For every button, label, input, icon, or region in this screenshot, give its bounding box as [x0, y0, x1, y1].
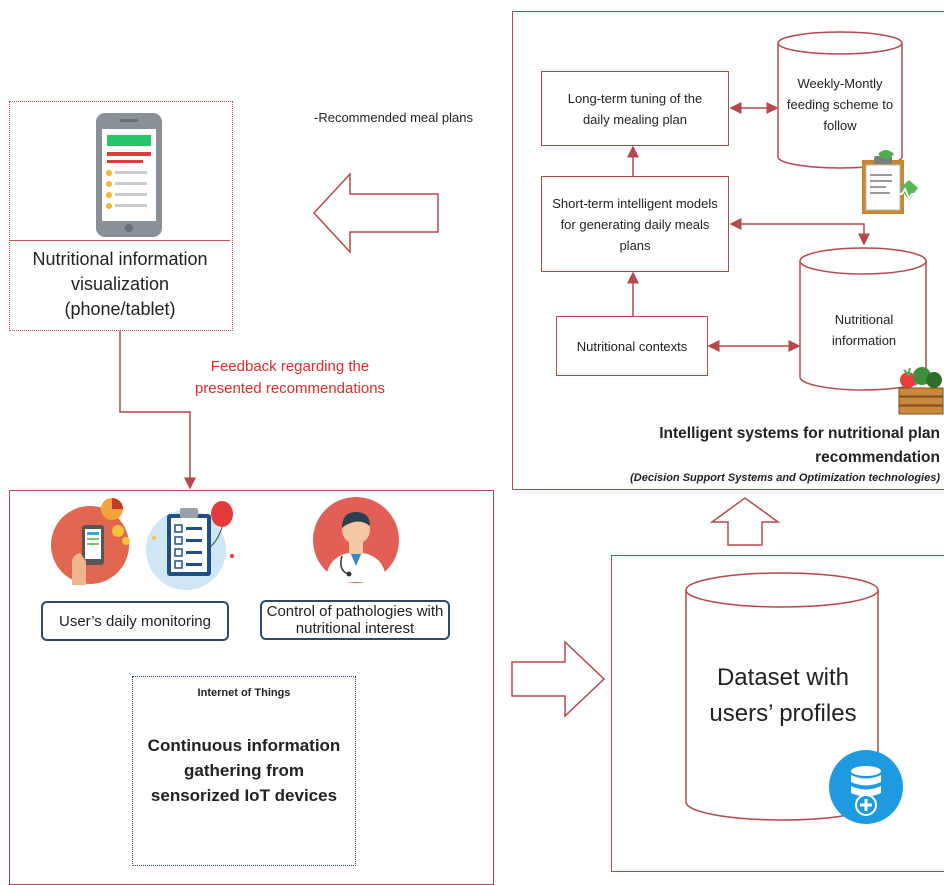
short-term-models-box: Short-term intelligent models for genera… — [541, 176, 729, 272]
arrow-short-info — [729, 218, 870, 246]
dataset-panel — [611, 555, 944, 872]
phone-panel-label: Nutritional information visualization (p… — [10, 240, 230, 328]
doctor-icon — [313, 497, 399, 583]
pathologies-pill: Control of pathologies with nutritional … — [260, 600, 450, 640]
iot-text: Continuous information gathering from se… — [147, 736, 341, 805]
iot-right-arrow — [511, 640, 606, 718]
database-plus-icon — [829, 750, 903, 824]
smartphone-icon — [96, 113, 162, 237]
nutritional-information-label: Nutritional information — [831, 312, 897, 348]
daily-monitoring-pill: User’s daily monitoring — [41, 601, 229, 641]
systems-title: Intelligent systems for nutritional plan… — [659, 425, 940, 466]
feedback-text: Feedback regarding the presented recomme… — [194, 358, 386, 397]
weekly-scheme-cylinder — [777, 31, 903, 169]
phone-panel: Nutritional information visualization (p… — [9, 101, 233, 331]
iot-devices-box: Internet of Things Continuous informatio… — [132, 676, 356, 866]
intelligent-systems-panel — [512, 11, 944, 490]
dataset-cylinder — [685, 572, 879, 821]
health-report-icon — [862, 150, 920, 214]
hand-phone-icon — [51, 498, 130, 585]
recommend-arrow — [312, 172, 439, 254]
clipboard-checklist-icon — [146, 501, 234, 590]
nutritional-contexts-box: Nutritional contexts — [556, 316, 708, 376]
dataset-up-arrow — [709, 497, 781, 546]
recommended-meal-plans-text: -Recommended meal plans — [314, 110, 473, 125]
feedback-connector — [119, 330, 196, 490]
nutritional-information-cylinder — [799, 247, 927, 391]
weekly-scheme-label: Weekly-Montly feeding scheme to follow — [786, 75, 894, 133]
vegetable-crate-icon — [898, 367, 944, 415]
systems-subtitle: (Decision Support Systems and Optimizati… — [630, 472, 940, 484]
dataset-label: Dataset with users’ profiles — [709, 664, 857, 727]
iot-label: Internet of Things — [197, 687, 291, 699]
long-term-tuning-box: Long-term tuning of the daily mealing pl… — [541, 71, 729, 146]
